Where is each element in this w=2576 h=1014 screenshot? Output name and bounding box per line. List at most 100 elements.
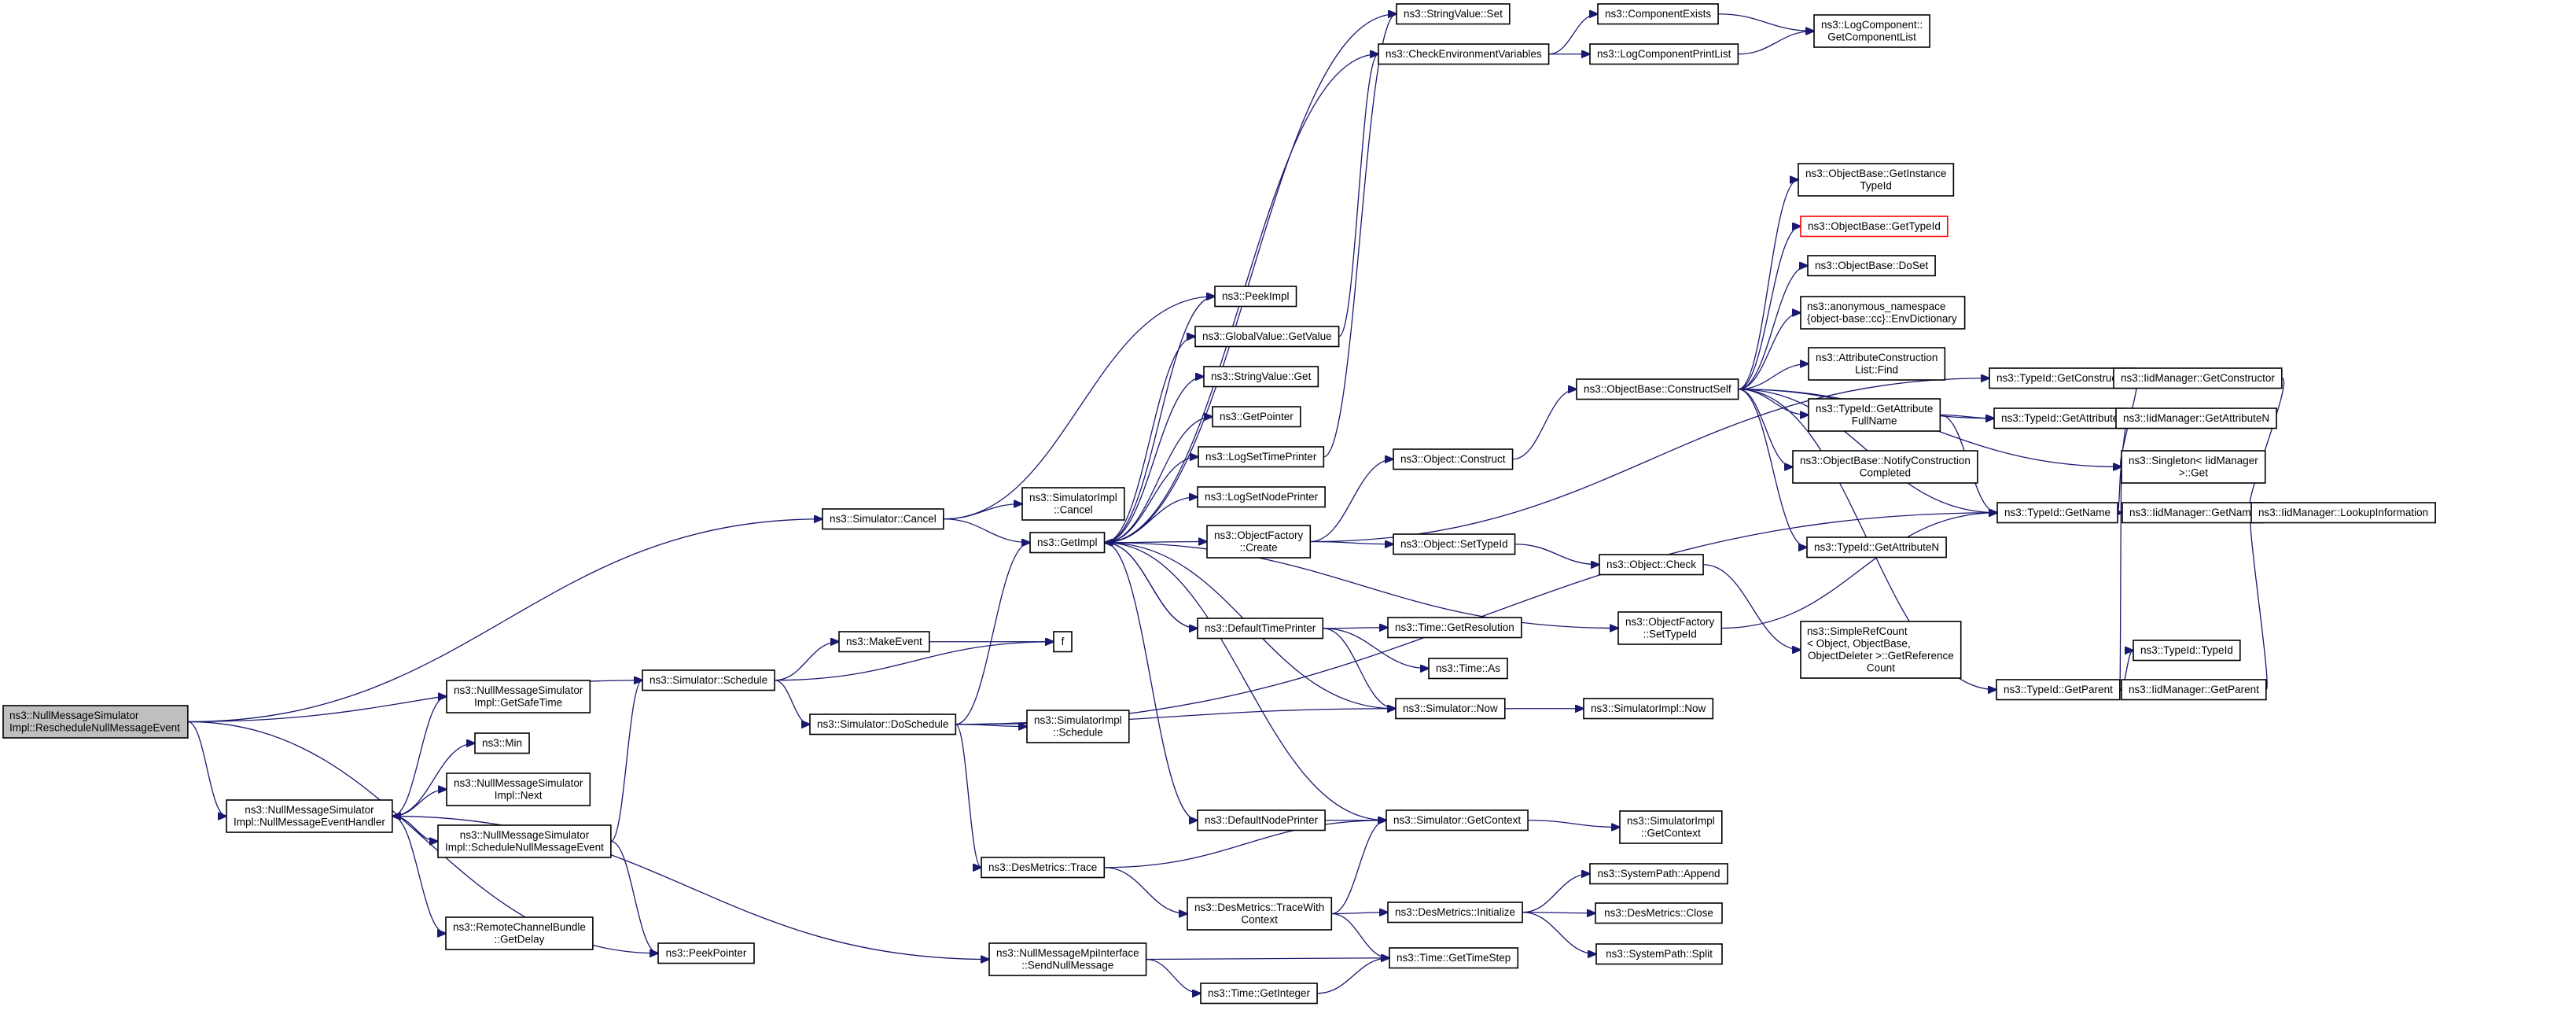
call-edge-getimpl-to-getpointer — [1104, 417, 1213, 544]
node-label: List::Find — [1855, 364, 1898, 376]
call-edge-sendnull-to-getinteger — [1146, 958, 1201, 994]
node-box — [226, 799, 393, 833]
graph-node-objcheck[interactable]: ns3::Object::Check — [1599, 554, 1704, 576]
graph-node-peekimpl[interactable]: ns3::PeekImpl — [1214, 286, 1297, 308]
graph-node-getconstructor[interactable]: ns3::TypeId::GetConstructor — [1989, 367, 2137, 389]
graph-node-objsettypeid[interactable]: ns3::Object::SetTypeId — [1393, 533, 1516, 555]
call-edge-tracectx-to-timestep — [1331, 913, 1389, 958]
call-edge-deftime-to-simnow — [1323, 628, 1396, 709]
node-box — [1798, 163, 1955, 197]
graph-node-iidgetname[interactable]: ns3::IidManager::GetName — [2122, 502, 2265, 524]
call-edge-simcancel-to-getimpl — [943, 518, 1030, 543]
node-box — [1197, 618, 1324, 640]
node-label: ns3::Simulator::DoSchedule — [817, 718, 948, 730]
graph-node-doschedule[interactable]: ns3::Simulator::DoSchedule — [809, 713, 957, 736]
graph-node-desclose[interactable]: ns3::DesMetrics::Close — [1595, 902, 1723, 924]
call-edge-getparent-to-singleton — [2120, 467, 2122, 691]
graph-node-makeevent[interactable]: ns3::MakeEvent — [838, 631, 930, 653]
graph-node-peekpointer[interactable]: ns3::PeekPointer — [657, 942, 755, 964]
graph-node-sendnull[interactable]: ns3::NullMessageMpiInterface::SendNullMe… — [988, 942, 1147, 976]
call-edge-getimpl-to-svget — [1104, 377, 1204, 544]
graph-node-getres[interactable]: ns3::Time::GetResolution — [1387, 617, 1522, 639]
graph-node-min[interactable]: ns3::Min — [474, 732, 530, 754]
graph-node-compexists[interactable]: ns3::ComponentExists — [1597, 3, 1719, 25]
graph-node-lookup[interactable]: ns3::IidManager::LookupInformation — [2250, 502, 2436, 524]
node-box — [1576, 378, 1739, 400]
graph-node-getname[interactable]: ns3::TypeId::GetName — [1996, 502, 2118, 524]
call-edge-handler-to-next — [392, 790, 447, 817]
graph-node-getimpl[interactable]: ns3::GetImpl — [1029, 532, 1106, 554]
node-box — [2115, 407, 2277, 430]
graph-node-getpointer[interactable]: ns3::GetPointer — [1212, 406, 1301, 428]
graph-node-iidgetparent[interactable]: ns3::IidManager::GetParent — [2121, 679, 2267, 701]
graph-node-getdelay[interactable]: ns3::RemoteChannelBundle::GetDelay — [445, 916, 594, 950]
graph-node-ofcreate[interactable]: ns3::ObjectFactory::Create — [1206, 525, 1312, 559]
graph-node-ofsettypeid[interactable]: ns3::ObjectFactory::SetTypeId — [1617, 611, 1723, 645]
graph-node-envdict[interactable]: ns3::anonymous_namespace{object-base::cc… — [1800, 296, 1966, 330]
graph-node-svset[interactable]: ns3::StringValue::Set — [1396, 3, 1511, 25]
call-edge-desinit-to-spappend — [1522, 874, 1590, 913]
graph-node-getinteger[interactable]: ns3::Time::GetInteger — [1200, 983, 1318, 1005]
graph-node-simnow[interactable]: ns3::Simulator::Now — [1395, 698, 1506, 720]
graph-node-getcomplist[interactable]: ns3::LogComponent::GetComponentList — [1813, 14, 1930, 48]
graph-node-svget[interactable]: ns3::StringValue::Get — [1203, 366, 1319, 388]
graph-node-implgetctx[interactable]: ns3::SimulatorImpl::GetContext — [1619, 810, 1723, 844]
node-box — [1800, 621, 1962, 679]
graph-node-iidgetctor[interactable]: ns3::IidManager::GetConstructor — [2113, 367, 2283, 389]
graph-node-simschedule[interactable]: ns3::Simulator::Schedule — [642, 669, 775, 691]
call-edge-handler-to-getdelay — [392, 815, 446, 934]
graph-node-getparent[interactable]: ns3::TypeId::GetParent — [1996, 679, 2121, 701]
graph-node-checkenv[interactable]: ns3::CheckEnvironmentVariables — [1378, 43, 1550, 65]
graph-node-simcancel[interactable]: ns3::Simulator::Cancel — [822, 508, 944, 530]
graph-node-implnow[interactable]: ns3::SimulatorImpl::Now — [1583, 698, 1714, 720]
node-label: ns3::NullMessageSimulator — [454, 777, 583, 789]
graph-node-singleton[interactable]: ns3::Singleton< IidManager>::Get — [2121, 450, 2266, 484]
graph-node-destrace[interactable]: ns3::DesMetrics::Trace — [981, 857, 1106, 879]
graph-node-lognode[interactable]: ns3::LogSetNodePrinter — [1197, 486, 1326, 508]
graph-node-desinit[interactable]: ns3::DesMetrics::Initialize — [1387, 902, 1523, 924]
graph-node-implschedule[interactable]: ns3::SimulatorImpl::Schedule — [1026, 710, 1130, 743]
graph-node-doset[interactable]: ns3::ObjectBase::DoSet — [1807, 255, 1936, 277]
graph-node-notifycc[interactable]: ns3::ObjectBase::NotifyConstructionCompl… — [1792, 450, 1978, 484]
graph-node-refcount[interactable]: ns3::SimpleRefCount< Object, ObjectBase,… — [1800, 621, 1962, 679]
graph-node-obgettypeid[interactable]: ns3::ObjectBase::GetTypeId — [1800, 216, 1949, 238]
node-label: GetComponentList — [1827, 31, 1916, 43]
graph-node-objconstruct[interactable]: ns3::Object::Construct — [1393, 448, 1514, 470]
graph-node-schednull[interactable]: ns3::NullMessageSimulatorImpl::ScheduleN… — [437, 824, 612, 858]
graph-node-logtime[interactable]: ns3::LogSetTimePrinter — [1198, 446, 1325, 468]
call-edge-tracectx-to-desinit — [1331, 913, 1388, 914]
graph-node-implcancel[interactable]: ns3::SimulatorImpl::Cancel — [1021, 487, 1125, 521]
node-box — [445, 916, 594, 950]
graph-node-logprintlist[interactable]: ns3::LogComponentPrintList — [1589, 43, 1739, 65]
graph-node-gvgetvalue[interactable]: ns3::GlobalValue::GetValue — [1194, 326, 1340, 348]
graph-node-getsafetime[interactable]: ns3::NullMessageSimulatorImpl::GetSafeTi… — [446, 680, 591, 713]
graph-node-defnode[interactable]: ns3::DefaultNodePrinter — [1197, 809, 1326, 831]
node-box — [1203, 366, 1319, 388]
node-label: ns3::MakeEvent — [846, 636, 922, 647]
node-box — [1396, 3, 1511, 25]
graph-node-deftime[interactable]: ns3::DefaultTimePrinter — [1197, 618, 1324, 640]
graph-node-spappend[interactable]: ns3::SystemPath::Append — [1589, 863, 1728, 885]
graph-node-timeas[interactable]: ns3::Time::As — [1428, 658, 1508, 680]
graph-node-handler[interactable]: ns3::NullMessageSimulatorImpl::NullMessa… — [226, 799, 393, 833]
graph-node-timestep[interactable]: ns3::Time::GetTimeStep — [1389, 947, 1519, 969]
node-label: < Object, ObjectBase, — [1807, 638, 1911, 650]
graph-node-getattribute[interactable]: ns3::TypeId::GetAttribute — [1993, 407, 2127, 430]
node-label: ns3::DesMetrics::Close — [1604, 907, 1713, 919]
graph-node-iidgetattrn[interactable]: ns3::IidManager::GetAttributeN — [2115, 407, 2277, 430]
graph-node-constructself[interactable]: ns3::ObjectBase::ConstructSelf — [1576, 378, 1739, 400]
graph-node-spsplit[interactable]: ns3::SystemPath::Split — [1595, 943, 1723, 965]
node-label: Completed — [1860, 467, 1911, 479]
call-edge-desinit-to-spsplit — [1522, 912, 1596, 954]
call-edge-iidgetctor-to-lookup — [2249, 378, 2285, 513]
graph-node-simgetctx[interactable]: ns3::Simulator::GetContext — [1386, 809, 1529, 831]
graph-node-getattrn[interactable]: ns3::TypeId::GetAttributeN — [1806, 536, 1947, 559]
graph-node-f[interactable]: f — [1053, 631, 1073, 653]
graph-node-typeidctor[interactable]: ns3::TypeId::TypeId — [2133, 640, 2241, 662]
call-edge-checkenv-to-compexists — [1548, 14, 1598, 55]
